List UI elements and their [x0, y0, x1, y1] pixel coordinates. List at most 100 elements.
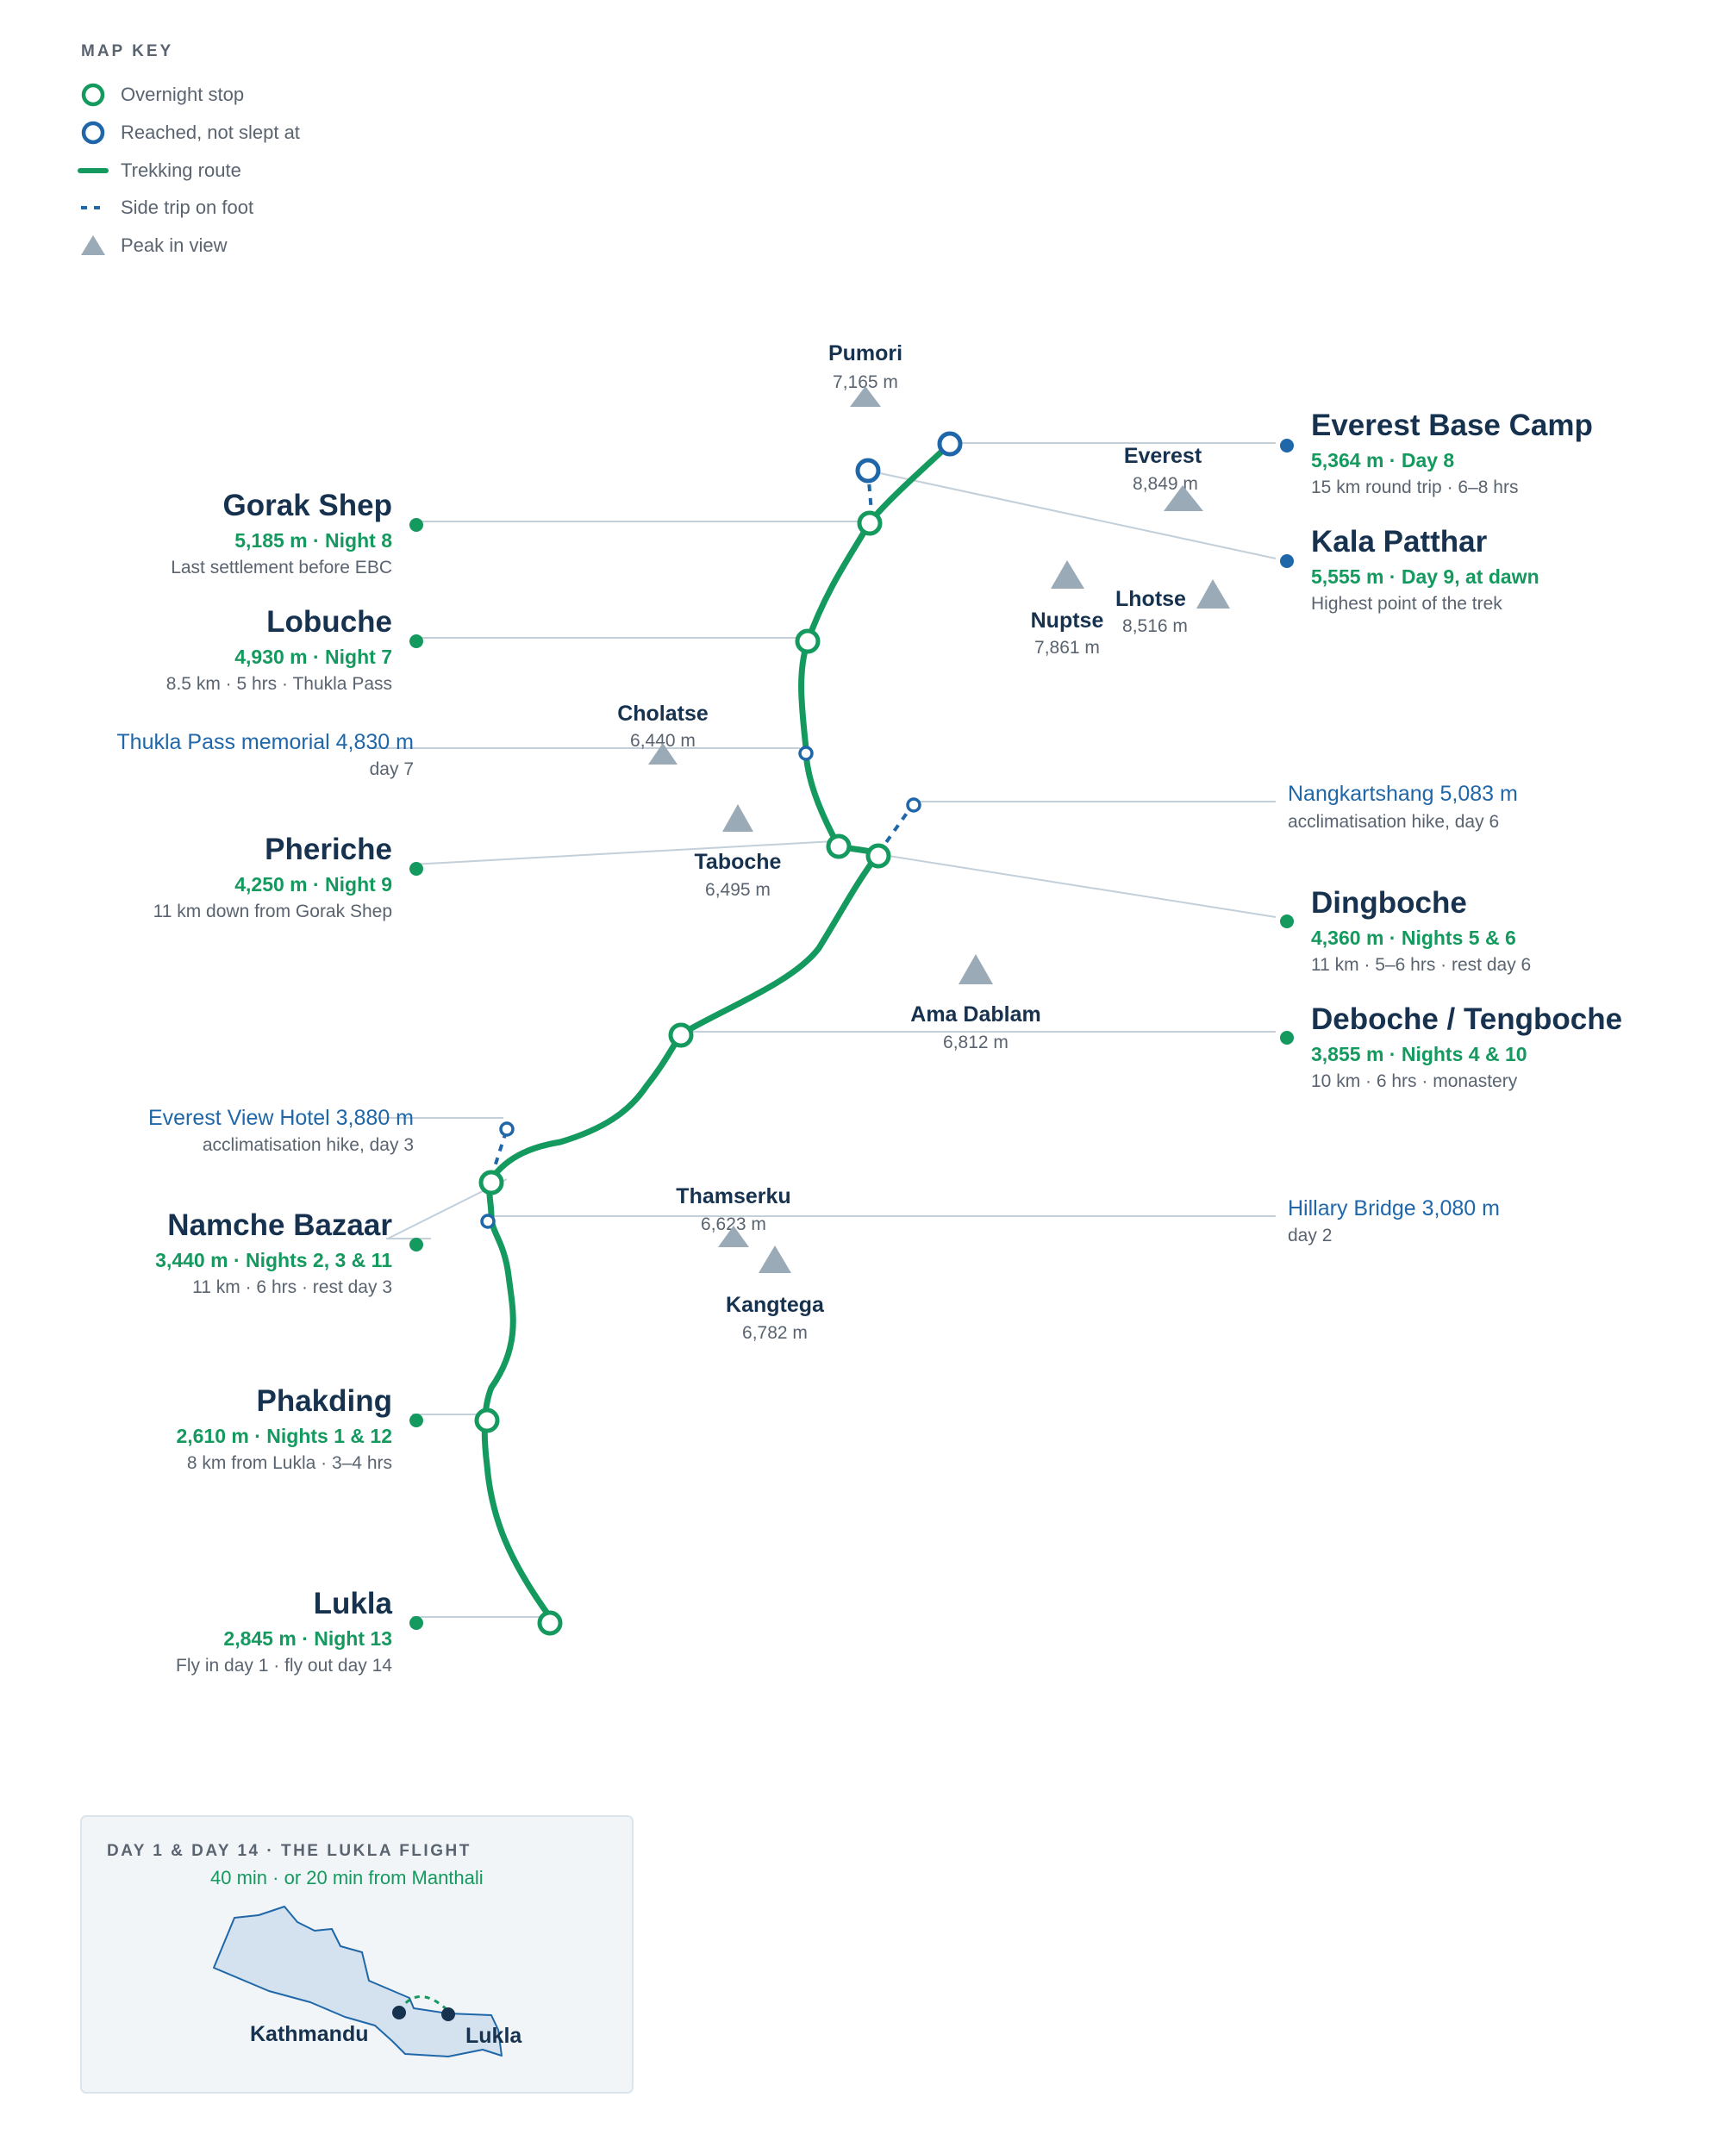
node-deboche-tengboche[interactable] — [668, 1022, 694, 1048]
peak-taboche: Taboche 6,495 m — [695, 804, 782, 900]
waypoint-note: acclimatisation hike, day 3 — [203, 1135, 414, 1155]
node-gorak-shep[interactable] — [857, 510, 883, 536]
dot-everest-base-camp — [1280, 439, 1294, 453]
mountain-icon — [718, 1226, 749, 1247]
peak-nuptse: Nuptse 7,861 m — [1031, 560, 1104, 658]
peak-name: Taboche — [695, 850, 782, 874]
stop-detail: 5,364 m · Day 8 — [1311, 449, 1454, 471]
peak-height: 6,812 m — [943, 1033, 1009, 1052]
peak-name: Ama Dablam — [910, 1002, 1040, 1027]
stop-label-lukla: Lukla 2,845 m · Night 13 Fly in day 1 · … — [176, 1587, 392, 1676]
stop-note: Highest point of the trek — [1311, 594, 1502, 614]
dot-pheriche — [409, 862, 423, 876]
peak-height: 7,165 m — [833, 372, 898, 392]
stop-note: Last settlement before EBC — [171, 558, 392, 577]
peak-height: 6,782 m — [742, 1323, 808, 1343]
kathmandu-dot — [392, 2006, 406, 2019]
kathmandu-label: Kathmandu — [250, 2022, 369, 2046]
stop-name: Namche Bazaar — [167, 1208, 392, 1242]
peak-icon — [81, 235, 105, 255]
stop-detail: 4,250 m · Night 9 — [234, 873, 392, 896]
peak-name: Thamserku — [676, 1184, 790, 1208]
map-key-title: MAP KEY — [81, 42, 173, 60]
lukla-label: Lukla — [465, 2024, 522, 2048]
leader-lines — [369, 442, 1277, 1618]
inset-title: DAY 1 & DAY 14 · THE LUKLA FLIGHT — [107, 1842, 471, 1860]
dot-lukla — [409, 1616, 423, 1630]
stop-name: Gorak Shep — [223, 489, 392, 522]
peak-thamserku: Thamserku 6,623 m — [676, 1184, 791, 1247]
peak-height: 8,849 m — [1133, 474, 1198, 494]
mountain-icon — [1164, 485, 1203, 511]
dot-kala-patthar — [1280, 554, 1294, 568]
side-trip-everest-view — [490, 1128, 509, 1178]
stop-detail: 2,610 m · Nights 1 & 12 — [176, 1425, 392, 1447]
waypoint-label-hillary-bridge: Hillary Bridge 3,080 m day 2 — [1288, 1196, 1500, 1245]
peak-ama-dablam: Ama Dablam 6,812 m — [910, 954, 1041, 1052]
lukla-dot — [441, 2007, 455, 2021]
mountain-icon — [959, 954, 993, 984]
stop-label-dingboche: Dingboche 4,360 m · Nights 5 & 6 11 km ·… — [1311, 886, 1531, 975]
node-pheriche[interactable] — [826, 833, 852, 859]
stop-detail: 3,855 m · Nights 4 & 10 — [1311, 1043, 1527, 1065]
stop-name: Kala Patthar — [1311, 525, 1488, 559]
node-thukla-pass[interactable] — [798, 746, 814, 761]
node-namche-bazaar[interactable] — [478, 1170, 504, 1195]
peak-height: 7,861 m — [1034, 638, 1100, 658]
mountain-icon — [722, 804, 753, 832]
node-hillary-bridge[interactable] — [480, 1214, 496, 1229]
node-nangkartshang[interactable] — [906, 797, 921, 813]
stop-name: Deboche / Tengboche — [1311, 1002, 1622, 1036]
waypoint-name: Thukla Pass memorial 4,830 m — [116, 730, 414, 754]
node-lukla[interactable] — [537, 1610, 563, 1636]
peaks: Pumori 7,165 m Everest 8,849 m Nuptse 7,… — [617, 341, 1230, 1343]
stop-detail: 5,555 m · Day 9, at dawn — [1311, 565, 1539, 588]
stop-detail: 4,360 m · Nights 5 & 6 — [1311, 927, 1516, 949]
mountain-icon — [1196, 579, 1230, 609]
stop-label-phakding: Phakding 2,610 m · Nights 1 & 12 8 km fr… — [176, 1384, 392, 1473]
peak-height: 6,440 m — [630, 731, 696, 751]
waypoint-note: day 7 — [370, 759, 414, 779]
legend-label-overnight: Overnight stop — [121, 84, 244, 105]
node-dingboche[interactable] — [865, 843, 891, 869]
stop-note: 15 km round trip · 6–8 hrs — [1311, 478, 1518, 497]
node-everest-base-camp[interactable] — [937, 431, 963, 457]
peak-everest: Everest 8,849 m — [1124, 444, 1203, 511]
stop-detail: 3,440 m · Nights 2, 3 & 11 — [155, 1249, 392, 1271]
stop-note: 11 km down from Gorak Shep — [153, 902, 392, 921]
waypoint-name: Hillary Bridge 3,080 m — [1288, 1196, 1500, 1220]
waypoint-label-thukla-pass: Thukla Pass memorial 4,830 m day 7 — [116, 730, 414, 779]
node-everest-view-hotel[interactable] — [499, 1121, 515, 1137]
stop-detail: 2,845 m · Night 13 — [223, 1627, 392, 1650]
stop-name: Lobuche — [266, 605, 392, 639]
peak-lhotse: Lhotse 8,516 m — [1115, 579, 1230, 636]
waypoint-note: day 2 — [1288, 1226, 1332, 1245]
stop-label-everest-base-camp: Everest Base Camp 5,364 m · Day 8 15 km … — [1311, 409, 1593, 497]
stop-label-kala-patthar: Kala Patthar 5,555 m · Day 9, at dawn Hi… — [1311, 525, 1539, 614]
stop-name: Dingboche — [1311, 886, 1467, 920]
stop-detail: 4,930 m · Night 7 — [234, 646, 392, 668]
peak-name: Lhotse — [1115, 587, 1186, 611]
peak-height: 6,623 m — [701, 1214, 766, 1234]
node-kala-patthar[interactable] — [855, 458, 881, 484]
dot-gorak-shep — [409, 518, 423, 532]
legend-label-side-trip: Side trip on foot — [121, 197, 253, 218]
peak-kangtega: Kangtega 6,782 m — [726, 1245, 825, 1343]
peak-name: Cholatse — [617, 702, 709, 726]
peak-height: 8,516 m — [1122, 616, 1188, 636]
map-key: MAP KEY Overnight stop Reached, not slep… — [78, 42, 300, 256]
stop-label-namche-bazaar: Namche Bazaar 3,440 m · Nights 2, 3 & 11… — [155, 1208, 392, 1297]
node-phakding[interactable] — [474, 1408, 500, 1433]
overnight-stop-icon — [81, 83, 105, 107]
waypoint-name: Everest View Hotel 3,880 m — [148, 1106, 414, 1130]
node-lobuche[interactable] — [795, 628, 821, 654]
stop-label-gorak-shep: Gorak Shep 5,185 m · Night 8 Last settle… — [171, 489, 392, 577]
stop-note: 8.5 km · 5 hrs · Thukla Pass — [166, 674, 392, 694]
stop-label-lobuche: Lobuche 4,930 m · Night 7 8.5 km · 5 hrs… — [166, 605, 392, 694]
peak-name: Nuptse — [1031, 609, 1104, 633]
peak-cholatse: Cholatse 6,440 m — [617, 702, 709, 765]
mountain-icon — [648, 743, 678, 765]
stop-note: 11 km · 5–6 hrs · rest day 6 — [1311, 955, 1531, 975]
legend-label-reached: Reached, not slept at — [121, 122, 300, 143]
